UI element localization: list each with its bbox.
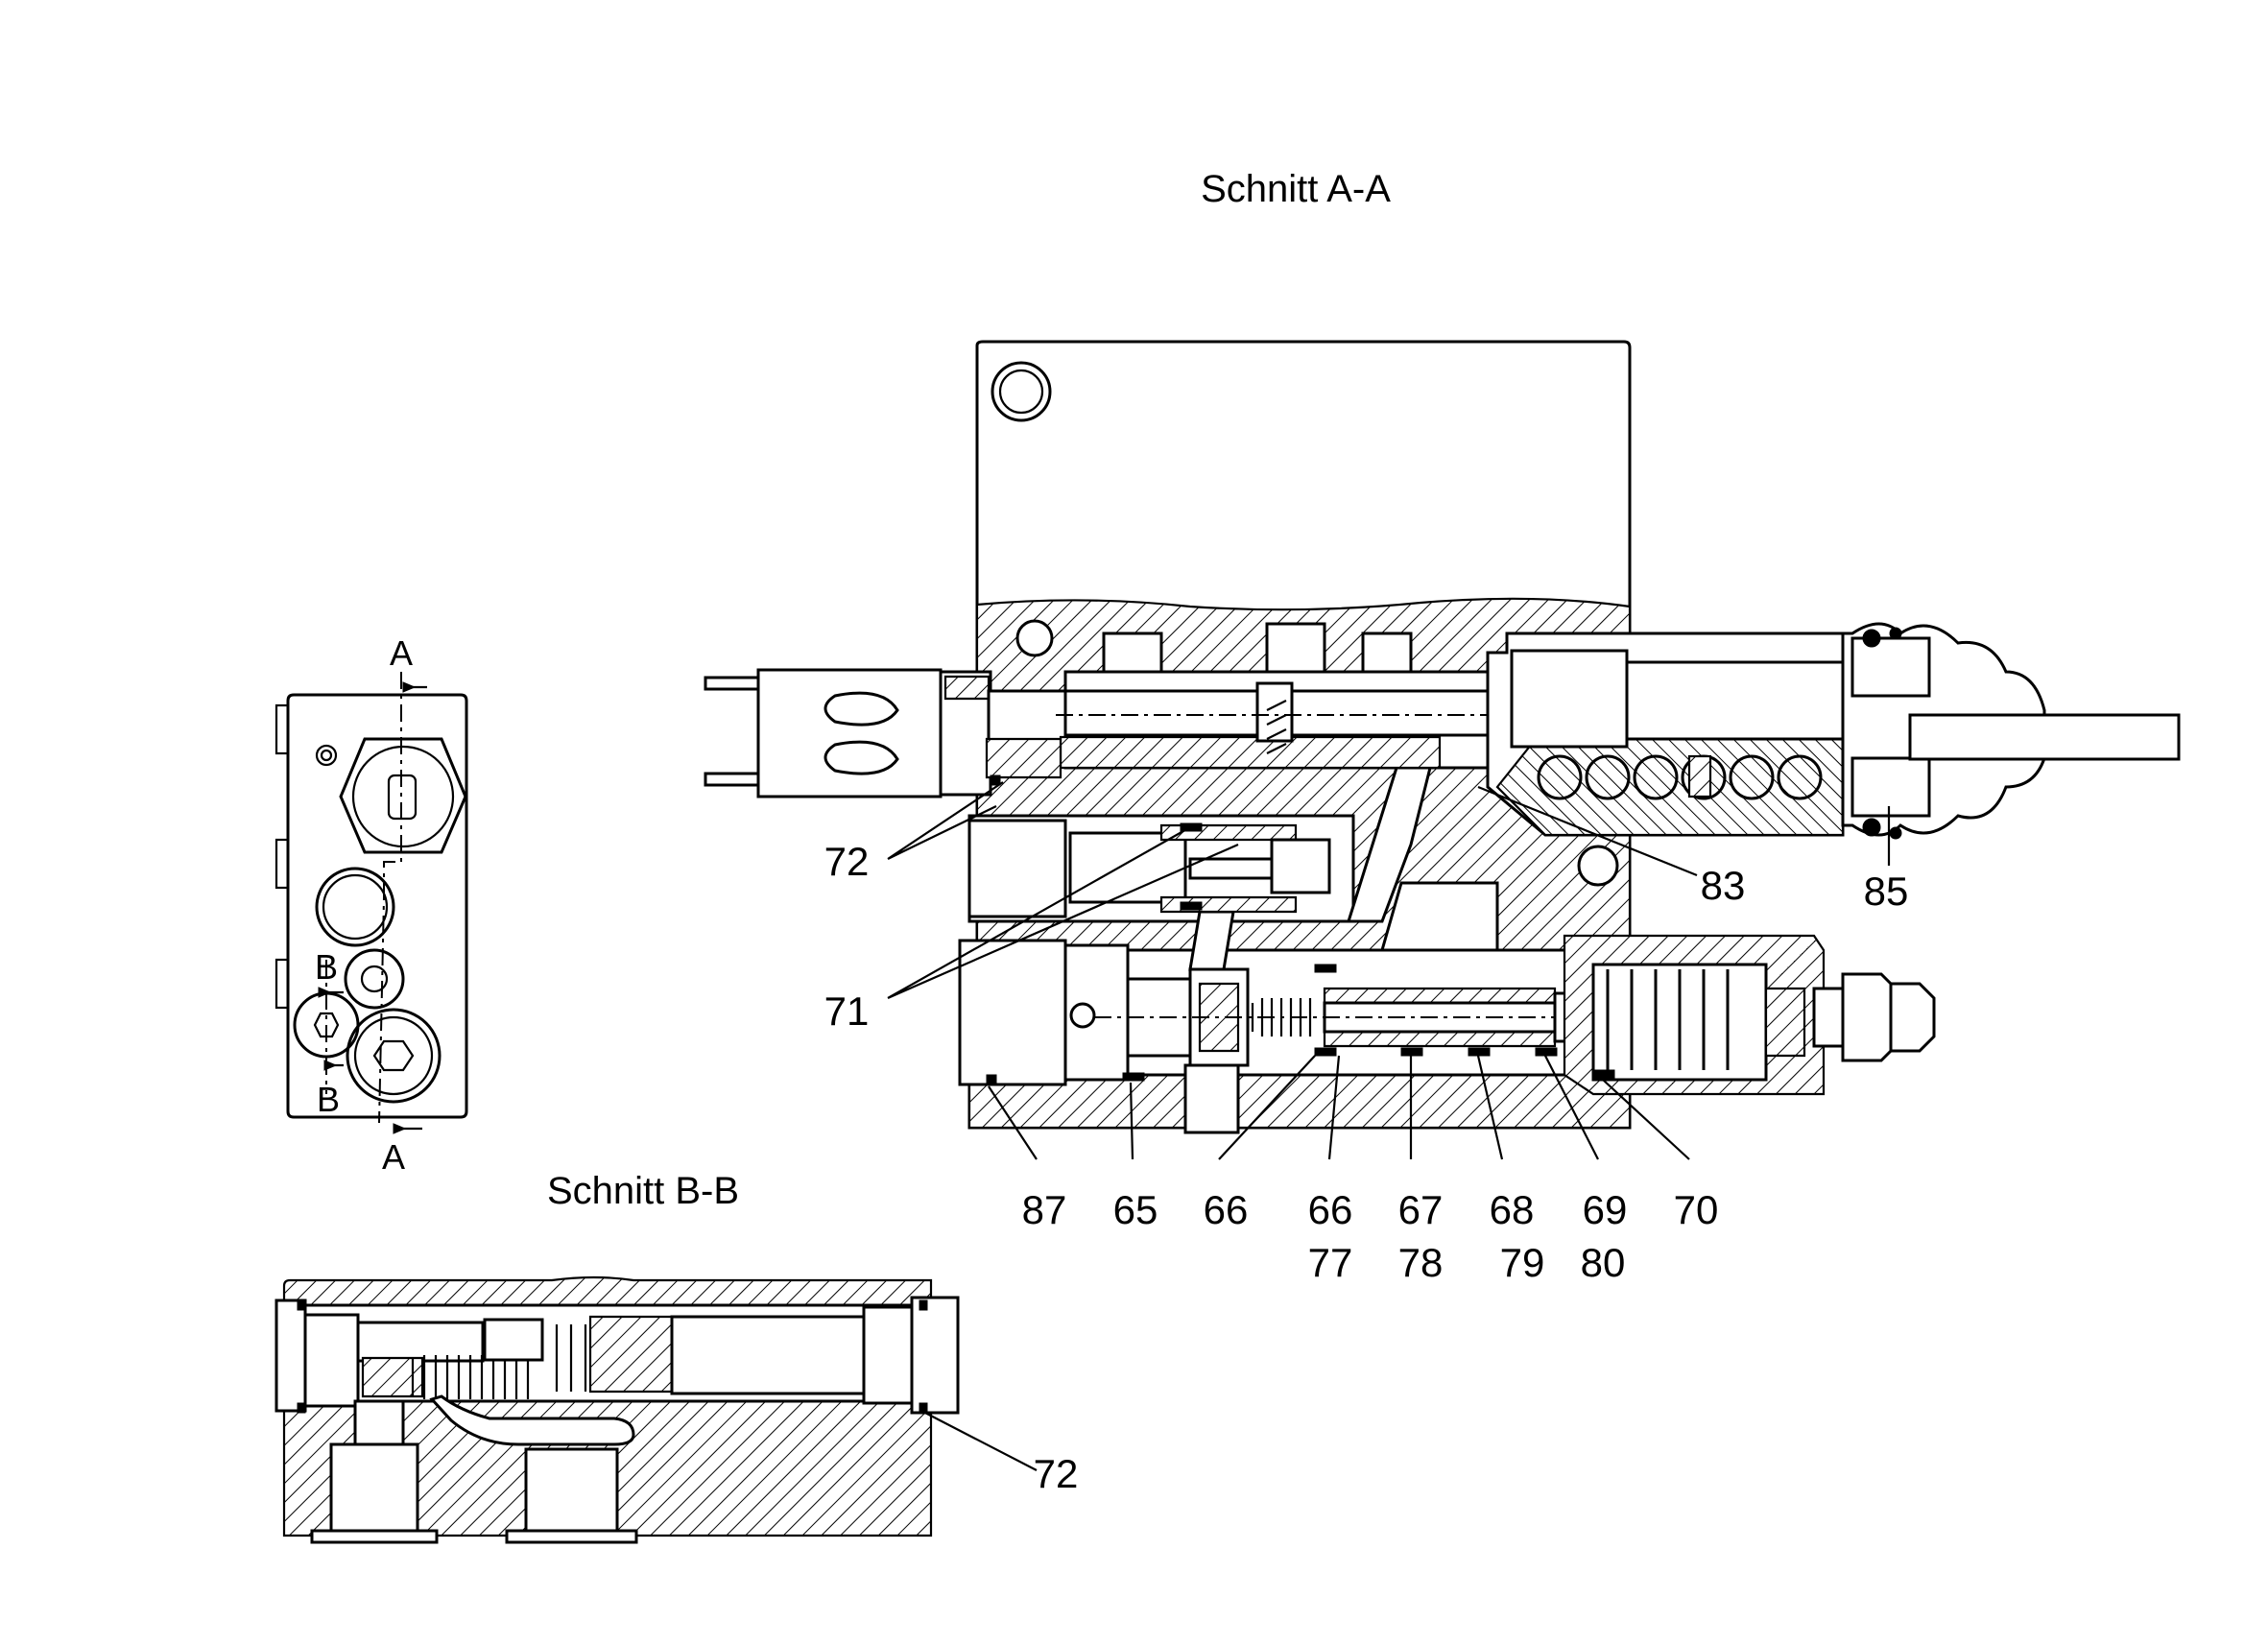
callout-80: 80	[1581, 1240, 1626, 1285]
mounting-hole-icon	[991, 361, 1052, 422]
section-mark-a-bottom: A	[382, 1137, 405, 1177]
hex-plug-icon	[339, 737, 467, 854]
callout-87: 87	[1022, 1187, 1067, 1232]
callout-66-b: 66	[1308, 1187, 1353, 1232]
side-view-outline	[286, 693, 468, 1119]
side-view: A A B B	[275, 633, 468, 1177]
callout-65: 65	[1113, 1187, 1158, 1232]
leader-lines	[887, 781, 1891, 1160]
actuator-rod	[1908, 713, 2181, 761]
callout-85: 85	[1864, 869, 1909, 914]
section-mark-a-top: A	[390, 633, 413, 673]
callout-68: 68	[1490, 1187, 1535, 1232]
callout-67: 67	[1398, 1187, 1444, 1232]
callout-72: 72	[824, 839, 870, 884]
callout-79: 79	[1500, 1240, 1545, 1285]
callout-72-bb: 72	[1034, 1451, 1079, 1496]
middle-cartridge	[967, 819, 1331, 918]
callout-70: 70	[1674, 1187, 1719, 1232]
right-actuator	[1486, 622, 2181, 840]
section-mark-b-bottom: B	[317, 1080, 340, 1119]
callout-83: 83	[1701, 863, 1746, 908]
section-mark-b-top: B	[315, 947, 338, 987]
callout-66: 66	[1204, 1187, 1249, 1232]
section-aa-drawing: Schnitt A-A	[704, 168, 2181, 1285]
callout-71: 71	[824, 989, 870, 1034]
callout-78: 78	[1398, 1240, 1444, 1285]
spring-cap	[1563, 934, 1936, 1096]
callout-77: 77	[1308, 1240, 1353, 1285]
section-bb-title: Schnitt B-B	[547, 1170, 739, 1212]
seals	[986, 774, 1615, 1085]
section-aa-title: Schnitt A-A	[1201, 168, 1391, 210]
callout-69: 69	[1583, 1187, 1628, 1232]
upper-spool	[985, 681, 1862, 779]
section-bb-drawing: Schnitt B-B 72	[275, 1170, 1079, 1544]
